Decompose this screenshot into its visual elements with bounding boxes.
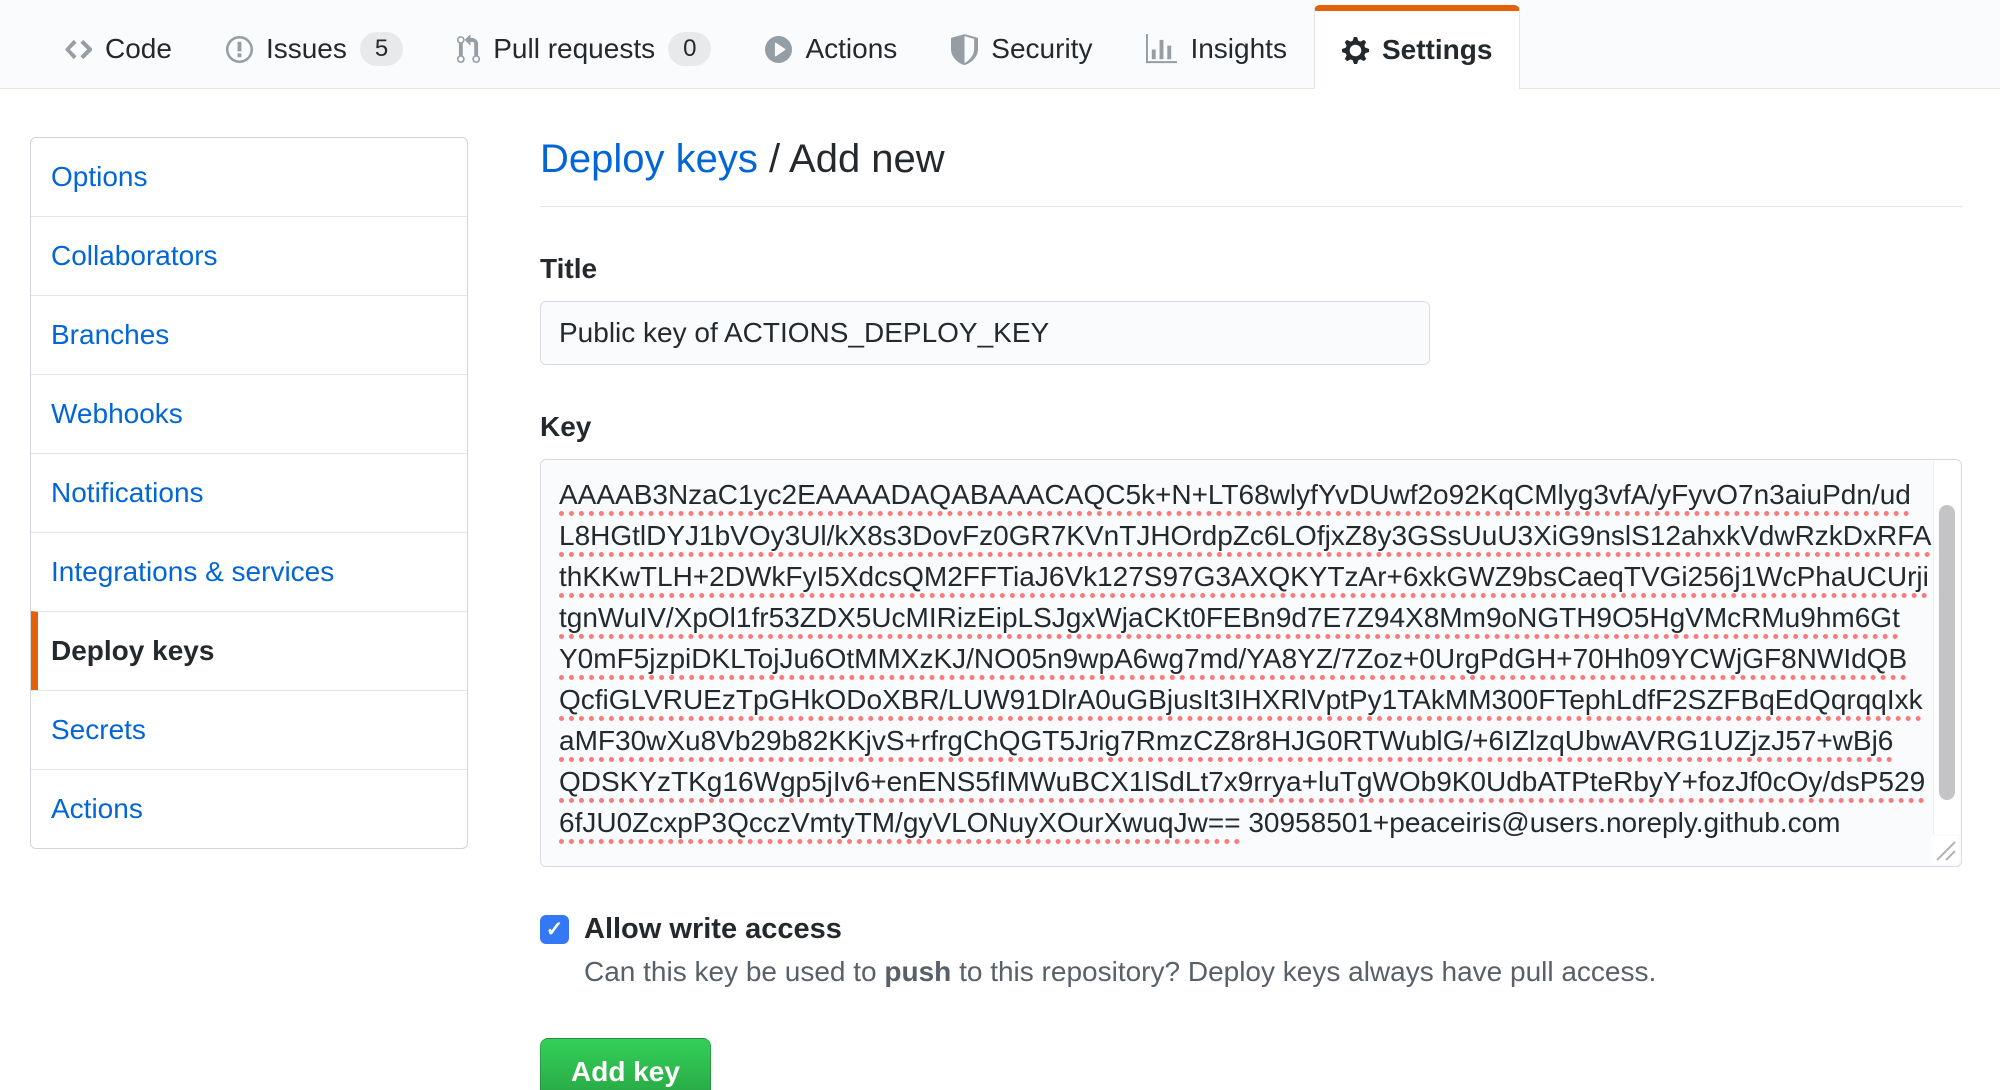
tab-insights[interactable]: Insights	[1119, 10, 1314, 88]
tab-label: Actions	[805, 33, 898, 64]
issue-icon	[225, 34, 253, 65]
sidebar-item-notifications[interactable]: Notifications	[31, 453, 467, 532]
shield-icon	[951, 33, 979, 65]
key-text-line: tgnWuIV/XpOl1fr53ZDX5UcMIRizEipLSJgxWjaC…	[559, 602, 1900, 633]
pull-request-icon	[457, 33, 481, 65]
allow-write-access-checkbox[interactable]: ✓	[540, 915, 569, 944]
breadcrumb-deploy-keys-link[interactable]: Deploy keys	[540, 137, 758, 181]
tab-settings[interactable]: Settings	[1313, 5, 1521, 89]
allow-write-access-label[interactable]: Allow write access	[584, 913, 842, 945]
tab-issues[interactable]: Issues 5	[199, 10, 430, 88]
main-content: Deploy keys / Add new Title Key AAAAB3Nz…	[540, 137, 1962, 1090]
scrollbar-track[interactable]	[1933, 461, 1960, 834]
add-key-button[interactable]: Add key	[540, 1038, 711, 1090]
tab-label: Insights	[1190, 33, 1287, 64]
key-text-line: QcfiGLVRUEzTpGHkODoXBR/LUW91DlrA0uGBjusI…	[559, 684, 1923, 715]
title-field-label: Title	[540, 253, 598, 284]
tab-security[interactable]: Security	[924, 10, 1119, 88]
tab-pull-requests[interactable]: Pull requests 0	[430, 10, 738, 88]
key-field-label: Key	[540, 411, 592, 442]
tab-label: Issues	[265, 33, 347, 64]
tab-label: Pull requests	[493, 33, 656, 64]
key-text-line: 6fJU0ZcxpP3QcczVmtyTM/gyVLONuyXOurXwuqJw…	[559, 807, 1841, 838]
tab-label: Code	[105, 33, 172, 64]
key-text-line: thKKwTLH+2DWkFyI5XdcsQM2FFTiaJ6Vk127S97G…	[559, 561, 1929, 592]
tab-label: Security	[991, 33, 1093, 64]
scrollbar-thumb[interactable]	[1939, 505, 1955, 800]
checkmark-icon: ✓	[545, 918, 564, 941]
counter-badge: 5	[359, 32, 404, 66]
page-title: Deploy keys / Add new	[540, 137, 1962, 207]
sidebar-item-collaborators[interactable]: Collaborators	[31, 216, 467, 295]
key-text-line: L8HGtlDYJ1bVOy3Ul/kX8s3DovFz0GR7KVnTJHOr…	[559, 520, 1932, 551]
repo-tab-nav: Code Issues 5 Pull requests 0 Actions Security…	[0, 0, 2000, 89]
play-icon	[765, 34, 793, 65]
write-access-description: Can this key be used to push to this rep…	[584, 956, 1657, 987]
sidebar-item-secrets[interactable]: Secrets	[31, 690, 467, 769]
sidebar-item-integrations-services[interactable]: Integrations & services	[31, 532, 467, 611]
sidebar-item-deploy-keys[interactable]: Deploy keys	[31, 611, 467, 690]
key-text-line: aMF30wXu8Vb29b82KKjvS+rfrgChQGT5Jrig7Rmz…	[559, 725, 1894, 756]
key-text-line: QDSKYzTKg16Wgp5jIv6+enENS5fIMWuBCX1lSdLt…	[559, 766, 1926, 797]
sidebar-item-branches[interactable]: Branches	[31, 295, 467, 374]
key-textarea[interactable]: AAAAB3NzaC1yc2EAAAADAQABAAACAQC5k+N+LT68…	[540, 459, 1962, 867]
gear-icon	[1341, 35, 1369, 66]
counter-badge: 0	[668, 32, 712, 66]
title-input[interactable]	[540, 301, 1430, 365]
key-text-line: Y0mF5jzpiDKLTojJu6OtMMXzKJ/NO05n9wpA6wg7…	[559, 643, 1908, 674]
breadcrumb-current: Add new	[789, 137, 945, 181]
sidebar-item-actions[interactable]: Actions	[31, 769, 467, 848]
resize-grip-icon	[1936, 841, 1956, 861]
sidebar-item-webhooks[interactable]: Webhooks	[31, 374, 467, 453]
code-icon	[65, 34, 92, 65]
tab-actions[interactable]: Actions	[738, 10, 924, 88]
graph-icon	[1146, 33, 1178, 65]
sidebar-item-options[interactable]: Options	[51, 161, 148, 192]
tab-code[interactable]: Code	[38, 10, 199, 88]
key-comment: 30958501+peaceiris@users.noreply.github.…	[1240, 807, 1841, 838]
resize-handle[interactable]	[1931, 836, 1959, 864]
breadcrumb-separator: /	[757, 137, 790, 181]
key-text-line: AAAAB3NzaC1yc2EAAAADAQABAAACAQC5k+N+LT68…	[559, 479, 1911, 510]
tab-label: Settings	[1381, 34, 1493, 65]
